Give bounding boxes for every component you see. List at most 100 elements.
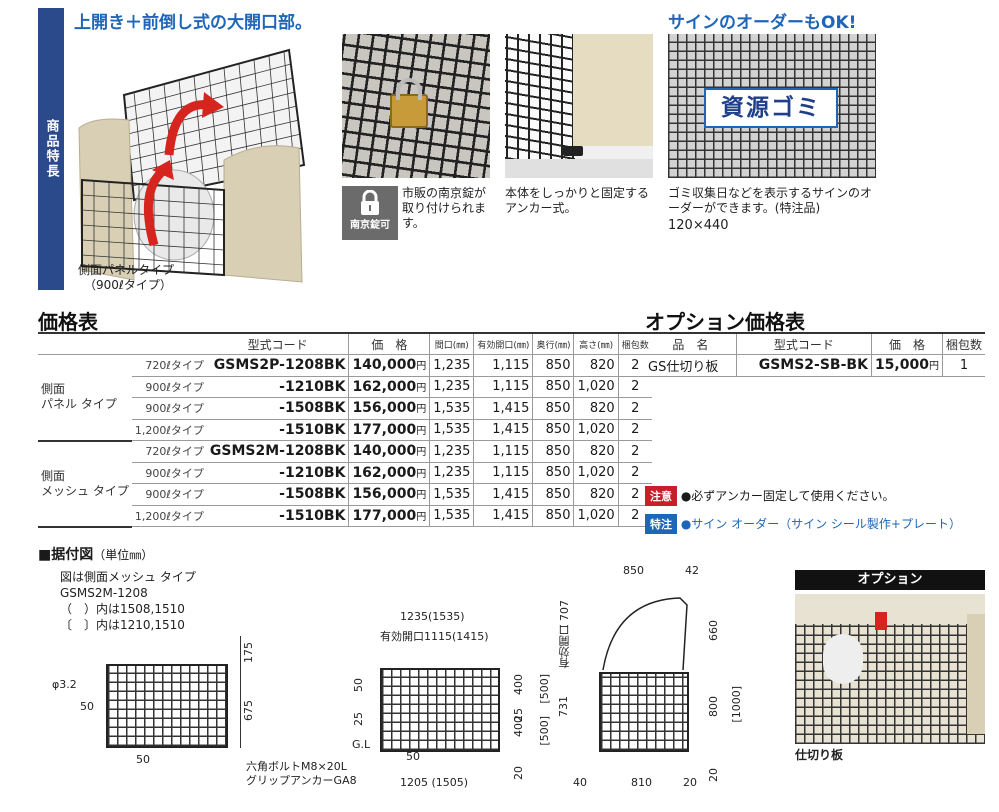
width: 1,535 (429, 483, 474, 506)
dim-total-width: 1235(1535) (400, 610, 465, 623)
depth-view-mesh (599, 672, 689, 752)
dim-800: 800 (707, 696, 720, 717)
model-code: -1508BK (206, 397, 349, 420)
depth-view-outline (602, 597, 688, 671)
main-product-image: 側面パネルタイプ （900ℓタイプ） (74, 30, 314, 292)
height: 820 (573, 354, 619, 377)
opening: 1,115 (473, 376, 533, 398)
product-features-tab: 商品特長 (38, 8, 64, 290)
dim-side-20: 20 (707, 768, 720, 782)
height: 820 (573, 483, 619, 506)
width: 1,235 (429, 354, 474, 377)
opening: 1,115 (473, 354, 533, 377)
option-photo-label: オプション (795, 570, 985, 590)
header-model-code: 型式コード (206, 332, 349, 355)
main-caption-line2: （900ℓタイプ） (84, 278, 172, 292)
model-code: GSMS2P-1208BK (206, 354, 349, 377)
dim-731: 731 (557, 696, 570, 717)
price-table: 型式コード 価 格 間口(㎜) 有効開口(㎜) 奥行(㎜) 高さ(㎜) 梱包数 … (38, 332, 652, 528)
width: 1,535 (429, 397, 474, 420)
dim-front-50b: 50 (406, 750, 420, 763)
lock-icon-label: 南京錠可 (350, 220, 390, 231)
height: 1,020 (573, 505, 619, 527)
option-code: GSMS2-SB-BK (735, 354, 872, 377)
price-table-header: 型式コード 価 格 間口(㎜) 有効開口(㎜) 奥行(㎜) 高さ(㎜) 梱包数 (38, 332, 652, 355)
dim-660: 660 (707, 620, 720, 641)
side-view-mesh (106, 664, 228, 748)
capacity-type: 900ℓタイプ (131, 462, 207, 484)
price: 140,000円 (348, 440, 430, 463)
capacity-type: 900ℓタイプ (131, 397, 207, 420)
option-table-header: 品 名 型式コード 価 格 梱包数 (645, 332, 985, 355)
dim-50-left: 50 (80, 700, 94, 713)
headline-large-opening: 上開き＋前倒し式の大開口部。 (74, 13, 312, 33)
front-view-mesh (380, 668, 500, 752)
dim-810: 810 (631, 776, 652, 789)
opening: 1,415 (473, 397, 533, 420)
pack-count: 2 (617, 376, 652, 398)
sign-caption: ゴミ収集日などを表示するサインのオーダーができます。(特注品) (668, 186, 873, 215)
model-code: -1508BK (206, 483, 349, 506)
anchor-caption: 本体をしっかりと固定するアンカー式。 (505, 186, 650, 215)
pack-count: 2 (617, 419, 652, 441)
bolt-note-2: グリップアンカーGA8 (246, 774, 357, 787)
opening: 1,115 (473, 440, 533, 463)
dim-front-base: 1205 (1505) (400, 776, 469, 789)
diagram-depth-view: 850 42 660 有効開口 707 731 800 20 40 810 20 (555, 560, 725, 800)
dim-front-25b: 25 (512, 708, 525, 722)
header-price: 価 格 (348, 332, 430, 355)
option-row: GS仕切り板 GSMS2-SB-BK 15,000円 1 (645, 354, 985, 377)
option-header-price: 価 格 (870, 332, 943, 355)
dim-20b: 20 (683, 776, 697, 789)
dim-front-50: 50 (352, 678, 365, 692)
sign-photo: 資源ゴミ (668, 34, 876, 178)
dim-opening-707: 有効開口 707 (558, 600, 571, 669)
group-label: 側面メッシュ タイプ (38, 440, 132, 528)
sign-size: 120×440 (668, 218, 729, 233)
depth: 850 (532, 462, 574, 484)
width: 1,535 (429, 419, 474, 441)
installation-note-4: 〔 〕内は1210,1510 (60, 618, 185, 632)
opening: 1,415 (473, 505, 533, 527)
pack-count: 2 (617, 505, 652, 527)
installation-note-1: 図は側面メッシュ タイプ (60, 570, 196, 584)
option-pack: 1 (941, 354, 985, 377)
option-header-pack: 梱包数 (941, 332, 985, 355)
opening: 1,115 (473, 462, 533, 484)
price-table-title: 価格表 (38, 310, 98, 334)
option-name: GS仕切り板 (645, 354, 737, 377)
depth: 850 (532, 376, 574, 398)
model-code: -1510BK (206, 505, 349, 527)
opening: 1,415 (473, 419, 533, 441)
main-caption-line1: 側面パネルタイプ (78, 263, 175, 277)
price: 140,000円 (348, 354, 430, 377)
pack-count: 2 (617, 483, 652, 506)
height: 1,020 (573, 462, 619, 484)
dim-850: 850 (623, 564, 644, 577)
dim-50-bottom: 50 (136, 753, 150, 766)
caution-note: 注意 ●必ずアンカー固定して使用ください。 (645, 486, 894, 506)
header-height: 高さ(㎜) (573, 332, 619, 355)
dim-front-400a: 400 (512, 674, 525, 695)
dim-front-25: 25 (352, 712, 365, 726)
group-label: 側面パネル タイプ (38, 354, 132, 442)
pack-count: 2 (617, 462, 652, 484)
depth: 850 (532, 483, 574, 506)
padlock-icon (361, 189, 379, 215)
depth: 850 (532, 440, 574, 463)
price: 177,000円 (348, 419, 430, 441)
header-depth: 奥行(㎜) (532, 332, 574, 355)
option-red-arrow (875, 612, 887, 630)
dim-opening: 有効開口1115(1415) (380, 630, 489, 643)
lock-caption: 市販の南京錠が取り付けられます。 (402, 186, 487, 230)
dim-675: 675 (242, 700, 255, 721)
storage-box-illustration (78, 48, 306, 283)
diagram-front-view: 1235(1535) 有効開口1115(1415) 50 25 G.L 400 … (350, 600, 530, 800)
capacity-type: 720ℓタイプ (131, 354, 207, 377)
pack-count: 2 (617, 354, 652, 377)
caution-text: ●必ずアンカー固定して使用ください。 (680, 489, 895, 503)
